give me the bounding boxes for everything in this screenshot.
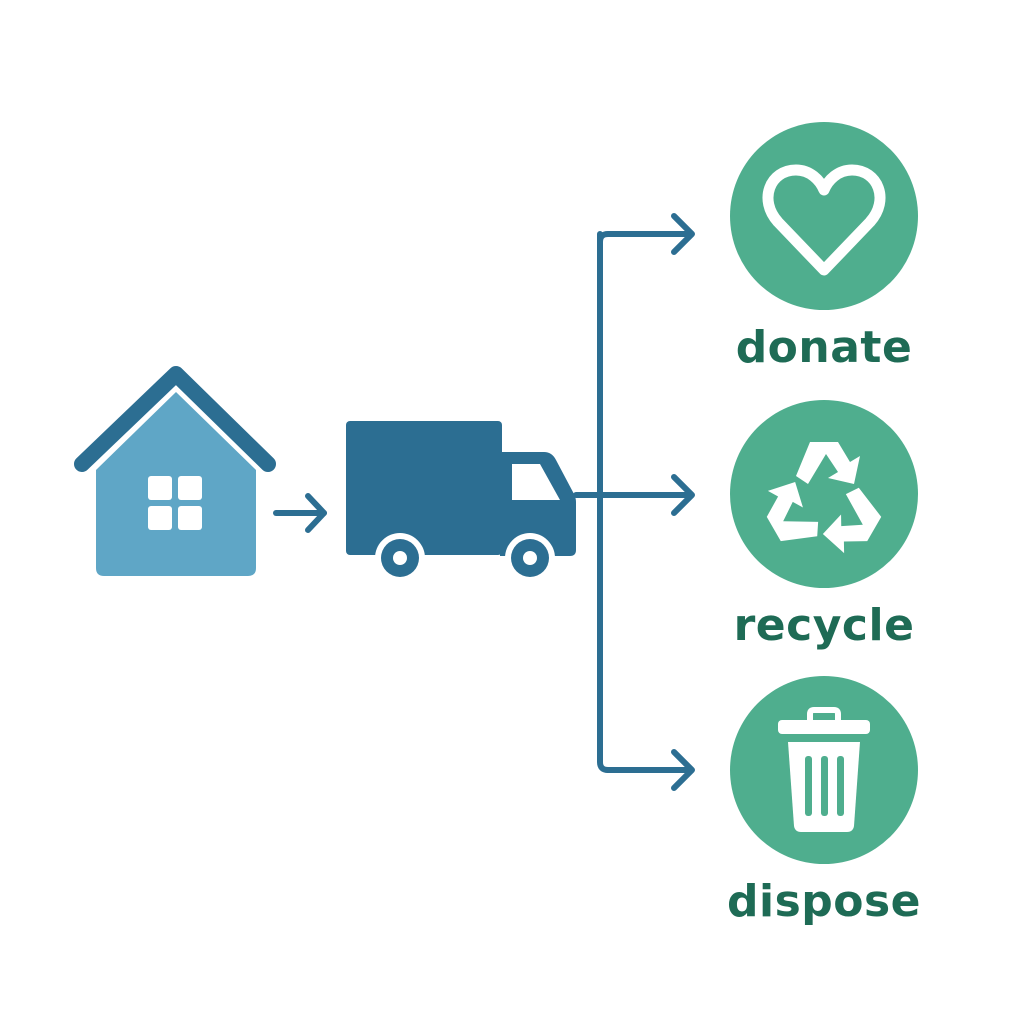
recycle-circle bbox=[730, 400, 918, 588]
donate-label: donate bbox=[735, 322, 913, 373]
heart-icon bbox=[762, 164, 886, 276]
truck-icon bbox=[346, 421, 576, 583]
house-icon bbox=[74, 366, 276, 576]
dispose-circle bbox=[730, 676, 918, 864]
trash-can-icon bbox=[778, 707, 870, 832]
arrow-to-recycle bbox=[671, 474, 695, 516]
house-window bbox=[148, 476, 202, 530]
arrow-to-donate bbox=[671, 213, 695, 255]
arrow-to-dispose bbox=[671, 749, 695, 791]
donate-circle bbox=[730, 122, 918, 310]
dispose-label: dispose bbox=[726, 876, 922, 927]
recycle-label: recycle bbox=[733, 600, 915, 651]
branch-connector bbox=[573, 231, 693, 773]
arrow-house-to-truck bbox=[273, 493, 327, 533]
